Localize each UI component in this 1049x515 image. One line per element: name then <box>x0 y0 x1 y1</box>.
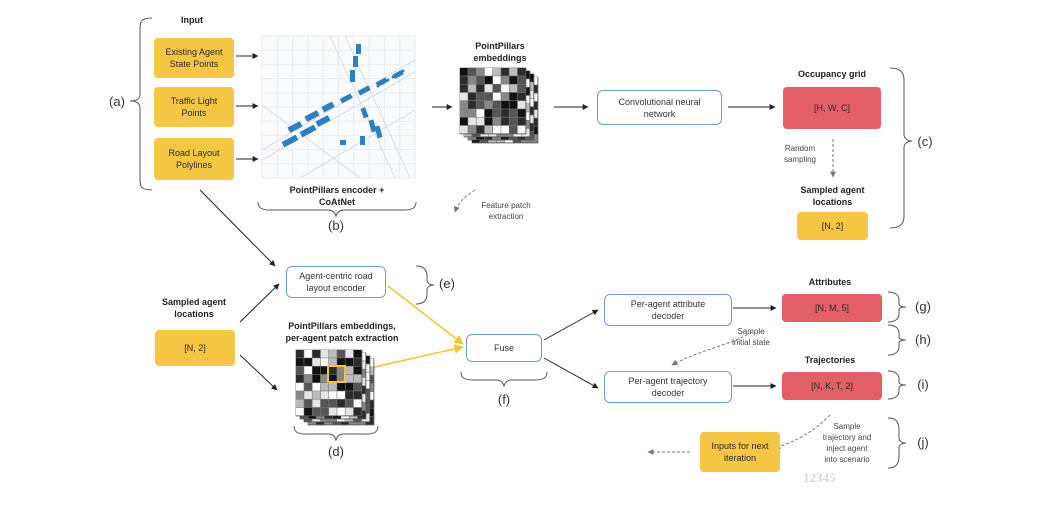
random-sampling-note: Random sampling <box>783 144 816 164</box>
label-j: (j) <box>917 435 929 450</box>
sample-initial-state-note: Sample initial state <box>732 327 770 347</box>
embeddings-cube-bottom <box>295 349 375 426</box>
trajectories-box: [N, K, T, 2] <box>782 372 882 400</box>
trajectory-decoder-box: Per-agent trajectory decoder <box>604 371 732 403</box>
bracket-e <box>415 265 435 305</box>
bracket-a <box>129 17 153 191</box>
input-traffic-light-points: Traffic Light Points <box>154 87 234 127</box>
attributes-box: [N, M, 5] <box>782 294 882 322</box>
input-road-layout-polylines: Road Layout Polylines <box>154 138 234 180</box>
patch-embeddings-label: PointPillars embeddings, per-agent patch… <box>285 321 399 343</box>
feature-patch-note: Feature patch extraction <box>481 201 531 221</box>
label-b: (b) <box>328 218 344 233</box>
sampled-locations-top-title: Sampled agent locations <box>800 185 865 207</box>
bracket-b <box>257 201 417 218</box>
embeddings-cube-top <box>459 67 539 144</box>
encoder-label: PointPillars encoder + CoAtNet <box>289 185 385 207</box>
road-layout-encoder-box: Agent-centric road layout encoder <box>286 266 386 298</box>
fuse-box: Fuse <box>466 334 542 362</box>
watermark: 12345 <box>803 470 836 485</box>
bracket-g <box>887 291 907 323</box>
bracket-j <box>887 417 907 469</box>
input-title: Input <box>181 15 203 25</box>
patch-highlight <box>327 365 346 383</box>
embeddings-label: PointPillars embeddings <box>473 41 527 63</box>
sample-trajectory-note: Sample trajectory and inject agent into … <box>822 422 872 464</box>
bracket-i <box>887 370 907 400</box>
sampled-locations-left-box: [N, 2] <box>155 330 235 366</box>
label-a: (a) <box>109 94 125 109</box>
bracket-c <box>889 67 913 229</box>
trajectories-title: Trajectories <box>804 355 856 365</box>
occupancy-title: Occupancy grid <box>797 69 867 79</box>
sampled-locations-left-title: Sampled agent locations <box>161 297 226 319</box>
input-agent-state-points: Existing Agent State Points <box>154 38 234 78</box>
label-d: (d) <box>328 444 344 459</box>
road-layout-map <box>261 35 416 179</box>
label-h: (h) <box>915 332 931 347</box>
label-i: (i) <box>917 377 929 392</box>
bracket-f <box>460 371 548 388</box>
cnn-box: Convolutional neural network <box>597 90 722 125</box>
label-e: (e) <box>439 276 455 291</box>
occupancy-grid-box: [H, W, C] <box>783 87 881 129</box>
sampled-locations-top-box: [N, 2] <box>797 212 868 240</box>
bracket-d <box>293 425 379 442</box>
next-iteration-box: Inputs for next iteration <box>700 432 780 472</box>
label-g: (g) <box>915 299 931 314</box>
attributes-title: Attributes <box>808 277 852 287</box>
label-c: (c) <box>917 134 933 149</box>
attribute-decoder-box: Per-agent attribute decoder <box>604 294 732 326</box>
bracket-h <box>887 324 907 356</box>
label-f: (f) <box>497 392 511 407</box>
